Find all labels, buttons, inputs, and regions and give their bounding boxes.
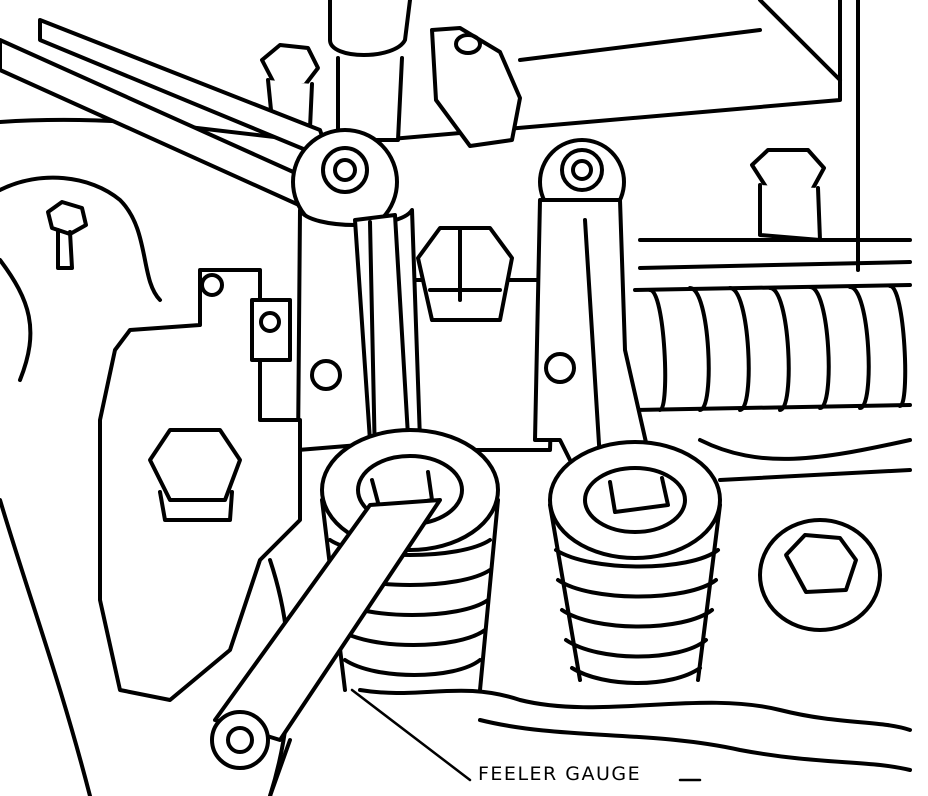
rocker-stand [328,0,412,142]
center-pedestal-bolt [398,226,557,452]
callout-leader-line [350,688,472,782]
wrench-handle [0,18,399,236]
rocker-shaft-spring [633,283,912,412]
feeler-gauge-label: FEELER GAUGE [478,763,642,785]
feeler-gauge [210,498,442,796]
top-bolts [46,26,826,270]
right-valve-spring [548,440,722,685]
access-plug [758,518,882,632]
left-bracket [98,268,302,702]
right-rocker-arm [533,138,672,502]
